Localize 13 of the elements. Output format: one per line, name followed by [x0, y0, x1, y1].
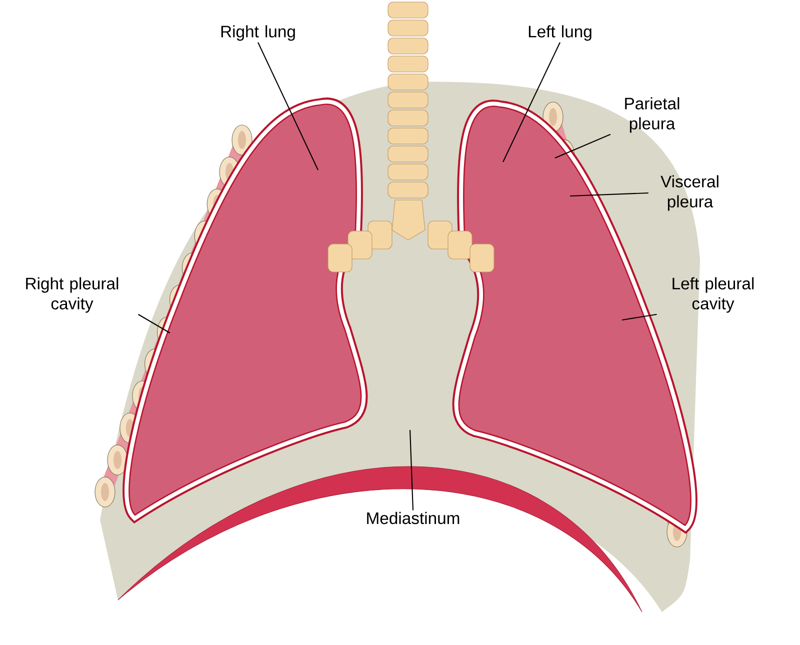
label-text: Visceral pleura: [660, 175, 718, 211]
label-text: Right pleural cavity: [26, 277, 118, 313]
label-text: Left pleural cavity: [672, 277, 754, 313]
leader-line: [138, 314, 170, 334]
label-text: Left lung: [528, 25, 592, 41]
leader-line: [554, 134, 611, 158]
label-text: Right lung: [221, 25, 295, 41]
label-text: Mediastinum: [367, 512, 460, 524]
label-text: Parietal pleura: [625, 97, 680, 133]
leader-line: [570, 192, 648, 197]
leader-line: [502, 42, 560, 162]
leader-line: [409, 430, 414, 510]
leader-line: [258, 42, 318, 170]
